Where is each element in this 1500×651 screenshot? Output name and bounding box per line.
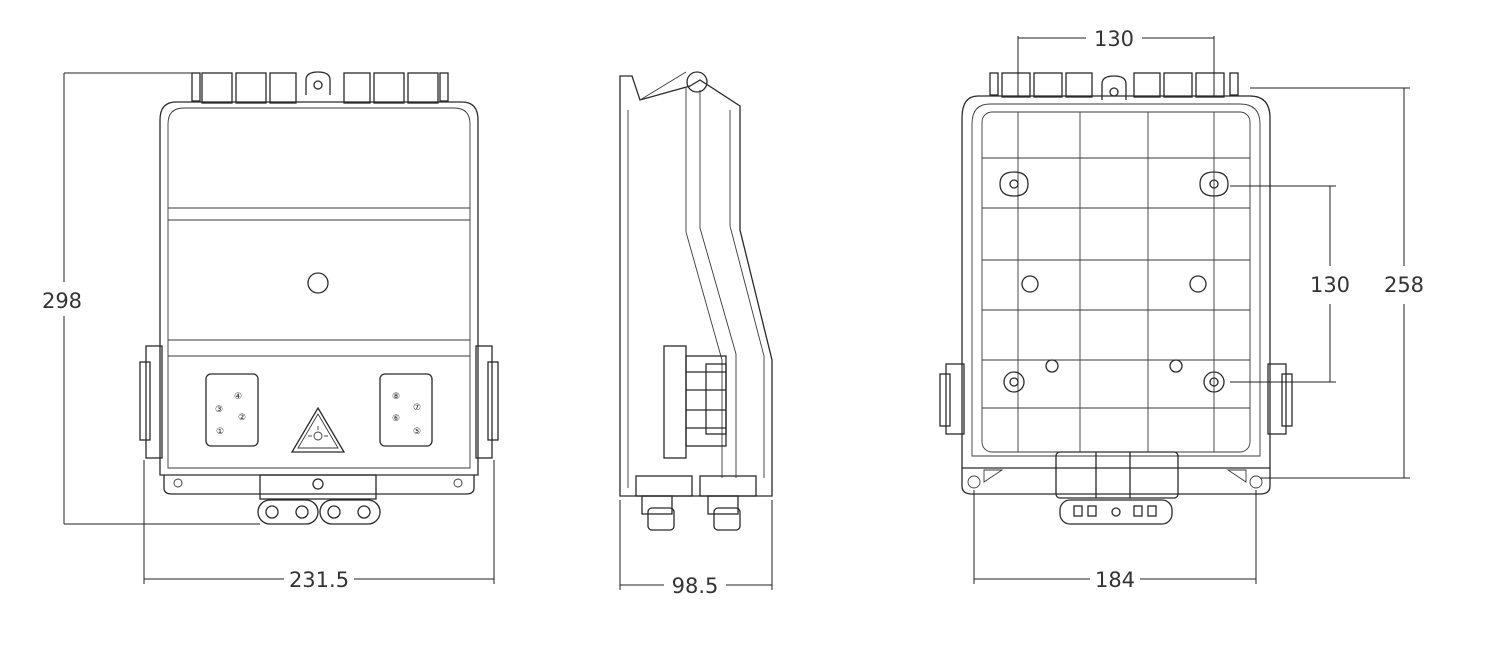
front-top-tabs — [191, 71, 449, 104]
back-top-spacing-label: 130 — [1094, 27, 1134, 51]
front-view: ④ ③ ② ① ⑧ ⑦ ⑥ ⑤ — [42, 71, 499, 592]
port-label: ③ — [215, 405, 223, 415]
port-label: ① — [216, 427, 224, 437]
side-depth-label: 98.5 — [672, 574, 719, 598]
front-side-clamps — [139, 345, 499, 459]
back-mounting-holes — [999, 171, 1229, 393]
side-bottom-connectors — [635, 475, 757, 531]
side-body-outline — [619, 75, 773, 497]
back-side-clamps — [939, 363, 1293, 435]
front-dimension-lines — [63, 72, 495, 584]
left-port-labels: ④ ③ ② ① — [215, 392, 246, 437]
side-dimension-lines — [619, 500, 773, 590]
port-label: ② — [238, 413, 246, 423]
back-width-label: 184 — [1095, 568, 1135, 592]
front-center-hole — [307, 272, 329, 294]
back-dimension-lines — [973, 36, 1410, 584]
right-port-panel — [379, 373, 433, 447]
port-label: ⑤ — [413, 427, 421, 437]
port-label: ⑧ — [392, 392, 400, 402]
back-top-tabs — [989, 72, 1239, 100]
port-label: ⑥ — [392, 414, 400, 424]
front-height-label: 298 — [42, 289, 82, 313]
right-port-labels: ⑧ ⑦ ⑥ ⑤ — [392, 392, 421, 437]
left-port-panel — [205, 373, 259, 447]
side-connector — [663, 345, 727, 459]
front-bottom-connectors — [257, 474, 381, 525]
laser-warning-icon — [290, 406, 346, 453]
back-vertical-spacing-label: 130 — [1310, 273, 1350, 297]
back-body-outline — [961, 95, 1271, 469]
back-height-label: 258 — [1384, 273, 1424, 297]
side-view: 98.5 — [619, 71, 773, 598]
port-label: ⑦ — [413, 403, 421, 413]
front-body-outline — [159, 101, 479, 476]
back-bottom-connector — [1055, 451, 1179, 525]
port-label: ④ — [234, 392, 242, 402]
back-view: 130 130 258 184 — [939, 27, 1424, 592]
front-width-label: 231.5 — [289, 568, 349, 592]
